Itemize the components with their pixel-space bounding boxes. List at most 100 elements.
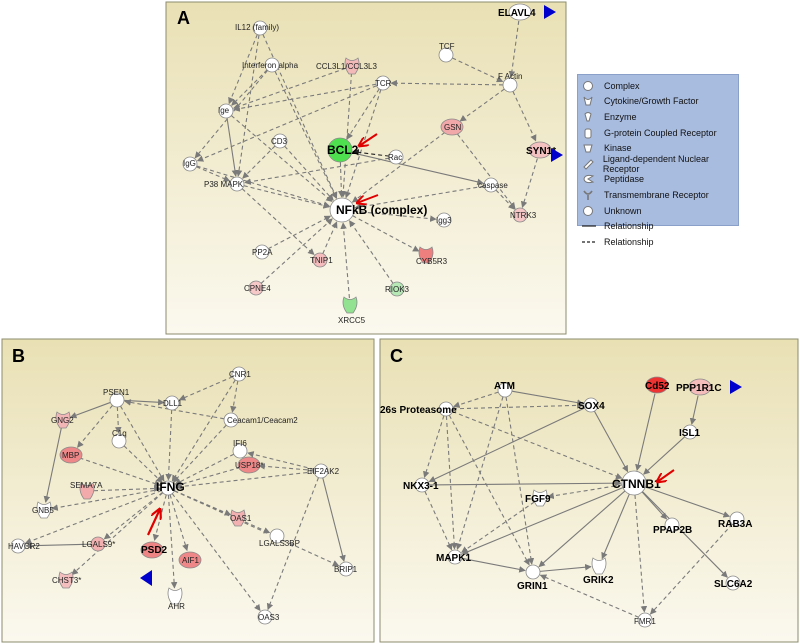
node-label-factin: F Actin (498, 72, 522, 81)
node-shape-havcr2 (10, 538, 26, 554)
node-rac[interactable]: Rac (388, 149, 404, 165)
node-bcl2[interactable]: BCL2 (327, 137, 359, 163)
node-usp18[interactable]: USP18* (235, 456, 263, 474)
node-atm[interactable]: ATM (494, 381, 515, 398)
edge-psen1-ifng (120, 405, 165, 482)
node-ifng[interactable]: IFNG (156, 480, 185, 496)
node-shape-grin1 (525, 564, 541, 580)
node-ppp1r1c[interactable]: PPP1R1C (676, 378, 722, 396)
edge-ctnnb1-grin1 (538, 490, 626, 568)
legend-item-label: Peptidase (604, 174, 645, 185)
node-tcr[interactable]: TCR (375, 75, 392, 91)
node-ceacam[interactable]: Ceacam1/Ceacam2 (223, 412, 298, 428)
node-ppap2b[interactable]: PPAP2B (653, 517, 692, 536)
node-gng2[interactable]: GNG2 (51, 411, 74, 429)
node-gsn[interactable]: GSN (440, 118, 464, 136)
node-label-ceacam: Ceacam1/Ceacam2 (227, 416, 298, 425)
node-label-fmr1: FMR1 (634, 617, 656, 626)
node-label-bcl2: BCL2 (327, 143, 359, 157)
node-il12[interactable]: IL12 (family) (235, 20, 279, 36)
node-aif1[interactable]: AIF1 (178, 551, 202, 569)
node-tcf[interactable]: TCF (438, 42, 455, 63)
node-label-aif1: AIF1 (182, 556, 199, 565)
node-cd3[interactable]: CD3 (271, 133, 288, 149)
node-ahr[interactable]: AHR (167, 587, 185, 611)
edge-cpne4-nfkb (260, 218, 333, 284)
edge-ifng-chst3 (71, 492, 164, 576)
node-shape-xrcc5 (342, 296, 358, 314)
node-mbp[interactable]: MBP (59, 446, 83, 464)
node-shape-nkx3 (414, 477, 430, 493)
node-oas1[interactable]: OAS1 (230, 509, 252, 527)
node-psd2[interactable]: PSD2 (140, 541, 168, 559)
edge-tcr-bcl2 (346, 88, 380, 140)
edge-ifng-ahr (167, 494, 178, 589)
edge-il12-p38 (235, 34, 260, 177)
node-dll1[interactable]: DLL1 (163, 395, 183, 411)
node-label-cd52: Cd52 (645, 381, 670, 392)
node-ifna[interactable]: Interferon alpha (242, 57, 299, 73)
node-grik2[interactable]: GRIK2 (583, 557, 614, 586)
node-xrcc5[interactable]: XRCC5 (338, 296, 366, 325)
node-eif2ak2[interactable]: EIF2AK2 (307, 463, 340, 479)
node-pp2a[interactable]: PP2A (252, 244, 273, 260)
node-label-ifna: Interferon alpha (242, 61, 299, 70)
node-label-p38: P38 MAPK (204, 180, 244, 189)
node-shape-slc6a2 (725, 575, 741, 591)
node-casp[interactable]: caspase (478, 177, 508, 193)
edge-casp-ntrk3 (495, 189, 515, 210)
node-rab3a[interactable]: RAB3A (718, 511, 752, 530)
node-oas3[interactable]: OAS3 (257, 609, 280, 625)
node-fmr1[interactable]: FMR1 (634, 612, 656, 628)
node-nkx3[interactable]: NKX3-1 (403, 477, 439, 493)
node-chst3[interactable]: CHST3* (52, 571, 81, 589)
node-grin1[interactable]: GRIN1 (517, 564, 548, 592)
node-shape-grik2 (591, 557, 607, 575)
node-shape-rab3a (729, 511, 745, 527)
node-sema7a[interactable]: SEMA7A (70, 481, 103, 500)
node-lgals3bp[interactable]: LGALS3BP (259, 528, 300, 548)
node-mapk1[interactable]: MAPK1 (436, 549, 471, 565)
node-psen1[interactable]: PSEN1 (103, 388, 130, 408)
node-brip1[interactable]: BRIP1 (334, 561, 358, 577)
edge-ifna-nfkb (274, 71, 337, 199)
node-lgals9[interactable]: LGALS9* (82, 536, 115, 552)
node-shape-p26s (438, 401, 454, 417)
node-slc6a2[interactable]: SLC6A2 (714, 575, 753, 591)
node-shape-gsn (440, 118, 464, 136)
node-ctnnb1[interactable]: CTNNB1 (612, 470, 661, 496)
node-riok3[interactable]: RIOK3 (385, 281, 410, 297)
edge-p26s-sox4 (452, 402, 584, 410)
node-igg[interactable]: IgG (182, 156, 198, 172)
node-cpne4[interactable]: CPNE4 (244, 280, 271, 296)
node-havcr2[interactable]: HAVCR2 (8, 538, 40, 554)
node-fgf9[interactable]: FGF9 (525, 489, 551, 507)
legend-item-label: Relationship (604, 236, 654, 247)
node-igg3[interactable]: Igg3 (436, 212, 452, 228)
edge-il12-ige (228, 34, 258, 105)
node-ccl3[interactable]: CCL3L1/CCL3L3 (316, 57, 377, 75)
edge-eif2ak2-ifng (175, 471, 315, 490)
node-label-isl1: ISL1 (679, 428, 701, 439)
node-nfkb[interactable]: NFkB (complex) (329, 197, 427, 223)
edge-tcr-igg (196, 85, 377, 162)
node-gnb5[interactable]: GNB5 (32, 501, 54, 519)
node-isl1[interactable]: ISL1 (679, 424, 701, 440)
node-cd52[interactable]: Cd52 (645, 376, 670, 394)
node-ntrk3[interactable]: NTRK3 (510, 207, 537, 223)
node-label-xrcc5: XRCC5 (338, 316, 366, 325)
node-cyb5r3[interactable]: CYB5R3 (416, 246, 448, 266)
node-cnr1[interactable]: CNR1 (229, 366, 251, 382)
node-sox4[interactable]: SOX4 (578, 397, 605, 413)
node-p26s[interactable]: 26s Proteasome (380, 401, 457, 417)
node-elavl4[interactable]: ELAVL4 (498, 3, 536, 21)
node-ige[interactable]: Ige (218, 103, 234, 119)
node-label-elavl4: ELAVL4 (498, 8, 536, 19)
node-factin[interactable]: F Actin (498, 72, 522, 93)
edge-psen1-mbp (76, 405, 113, 448)
node-ifi6[interactable]: IFI6 (232, 439, 248, 459)
node-c1q[interactable]: C1q (111, 429, 127, 449)
node-p38[interactable]: P38 MAPK (204, 176, 245, 192)
node-tnip1[interactable]: TNIP1 (310, 252, 333, 268)
edge-ctnnb1-slc6a2 (642, 491, 728, 578)
